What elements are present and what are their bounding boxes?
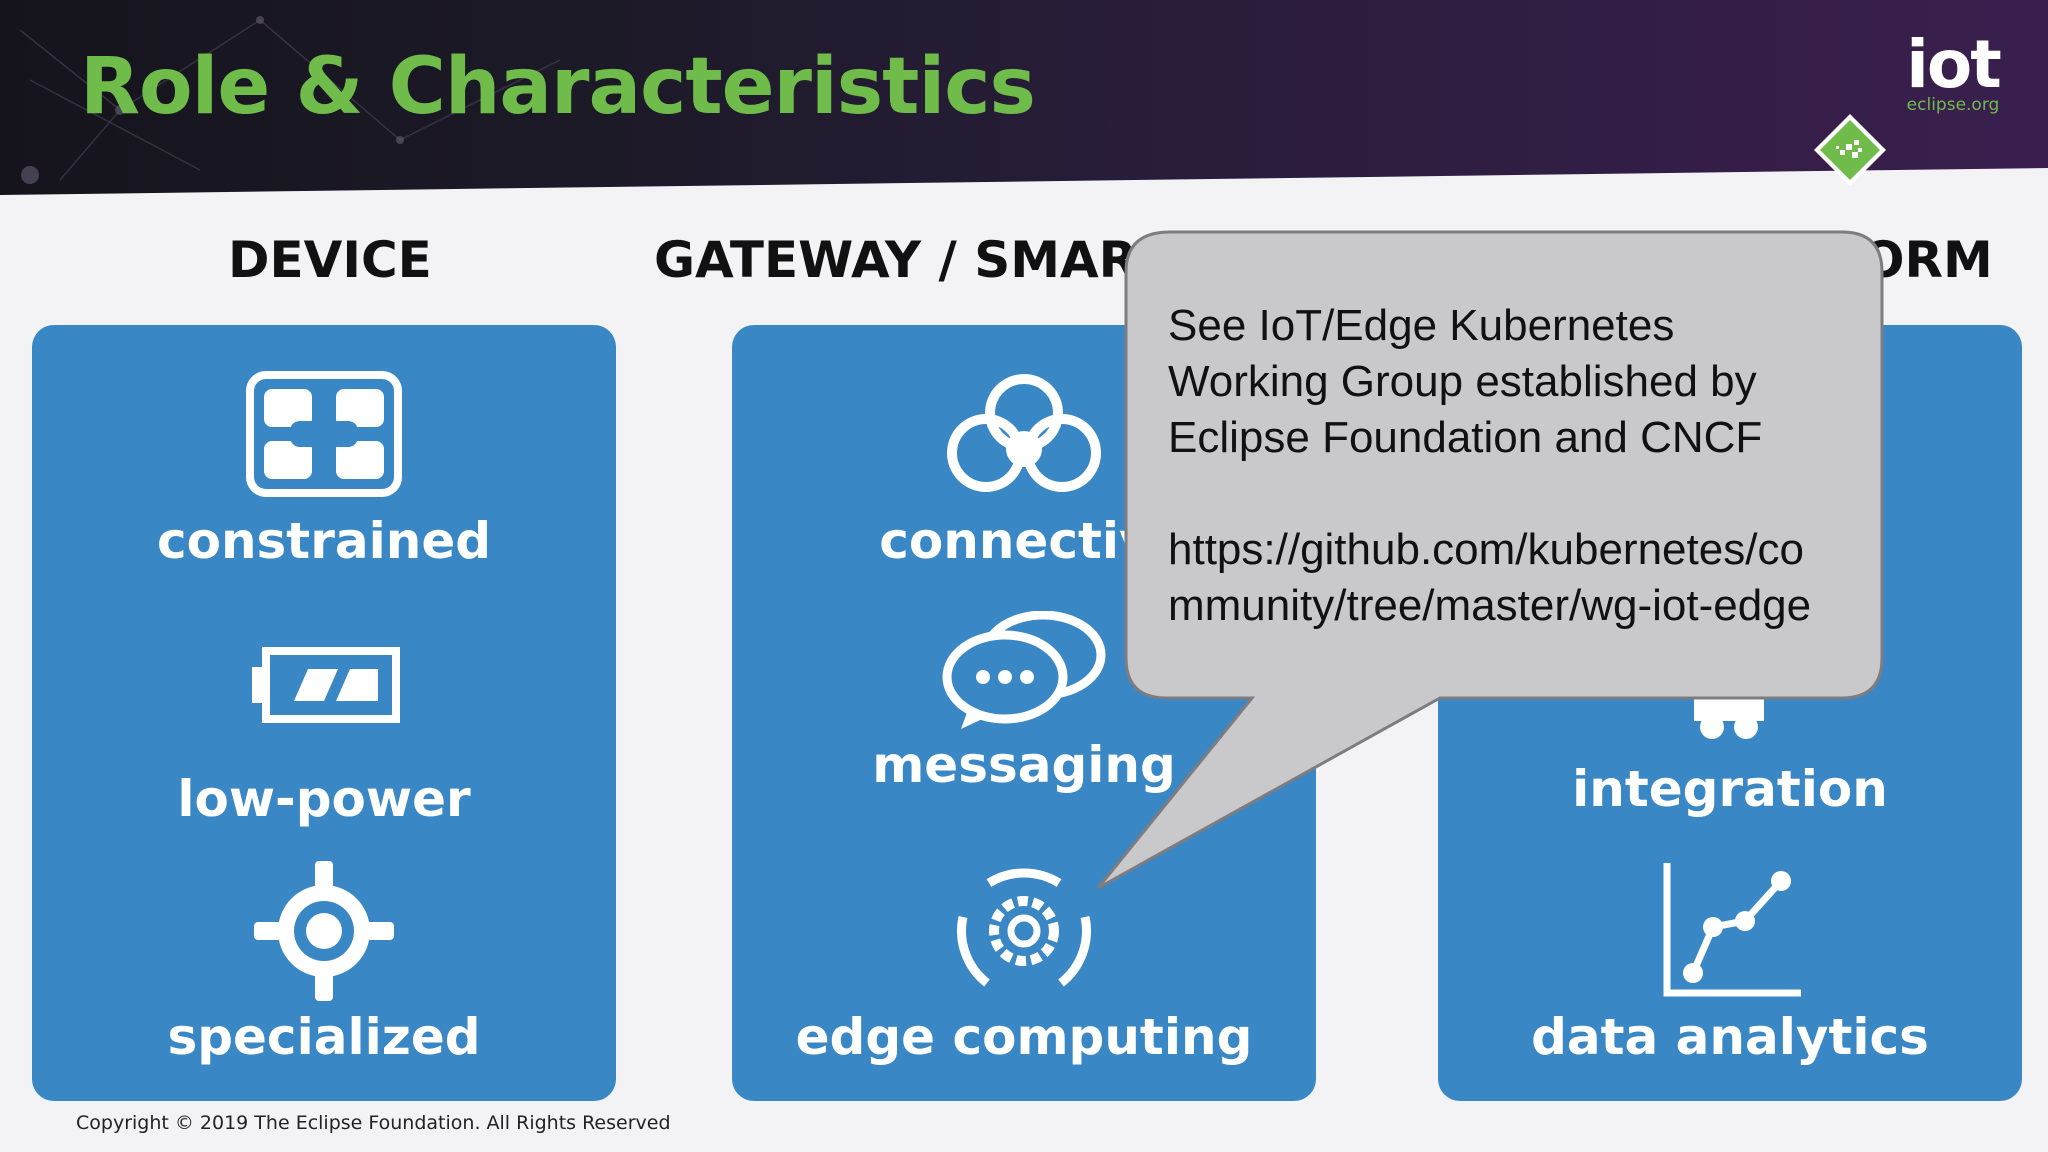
item-label: data analytics <box>1531 1008 1929 1066</box>
copyright-footer: Copyright © 2019 The Eclipse Foundation.… <box>76 1112 671 1134</box>
item-label: integration <box>1572 760 1888 818</box>
device-panel: constrained low-power specialized <box>32 325 616 1101</box>
column-heading-platform: ORM <box>1862 231 1993 289</box>
item-label: constrained <box>156 512 492 570</box>
column-heading-device: DEVICE <box>228 231 432 289</box>
list-item-messaging: messaging <box>732 611 1316 795</box>
callout-link[interactable]: https://github.com/kubernetes/co <box>1168 525 1804 574</box>
line-chart-icon <box>1663 863 1801 997</box>
list-item-data-analytics: data analytics <box>1438 861 2022 1067</box>
item-label: messaging <box>872 736 1176 794</box>
list-item-specialized: specialized <box>32 861 616 1067</box>
logo-word: iot <box>1906 26 2002 103</box>
item-label: edge computing <box>795 1008 1253 1066</box>
item-label: low-power <box>177 770 471 828</box>
callout-line: Eclipse Foundation and CNCF <box>1168 413 1763 462</box>
iot-eclipse-logo: iot eclipse.org <box>1898 26 2008 124</box>
list-item-edge-computing: edge computing <box>732 861 1316 1067</box>
gear-cycle-icon <box>957 868 1091 987</box>
callout-link[interactable]: mmunity/tree/master/wg-iot-edge <box>1168 581 1812 630</box>
chat-bubbles-icon <box>942 611 1106 729</box>
slide-title: Role & Characteristics <box>80 42 1036 132</box>
network-background-icon <box>19 16 561 184</box>
list-item-integration: integration <box>1438 675 2022 819</box>
callout-text: See IoT/Edge Kubernetes Working Group es… <box>1168 298 1868 634</box>
crosshair-icon <box>254 861 394 1001</box>
callout-line: See IoT/Edge Kubernetes <box>1168 301 1675 350</box>
list-item-low-power: low-power <box>32 647 616 829</box>
diamond-badge-icon <box>1814 114 1886 186</box>
list-item-constrained: constrained <box>32 371 616 571</box>
item-label: specialized <box>167 1008 481 1066</box>
callout-line: Working Group established by <box>1168 357 1757 406</box>
battery-icon <box>252 647 400 723</box>
logo-sub: eclipse.org <box>1906 95 2000 115</box>
puzzle-icon <box>1674 675 1784 739</box>
column-heading-gateway: GATEWAY / SMAR <box>654 231 1138 289</box>
sim-card-icon <box>246 371 402 497</box>
header-banner: Role & Characteristics iot eclipse.org <box>0 0 2048 195</box>
cloud-icon <box>947 374 1101 492</box>
